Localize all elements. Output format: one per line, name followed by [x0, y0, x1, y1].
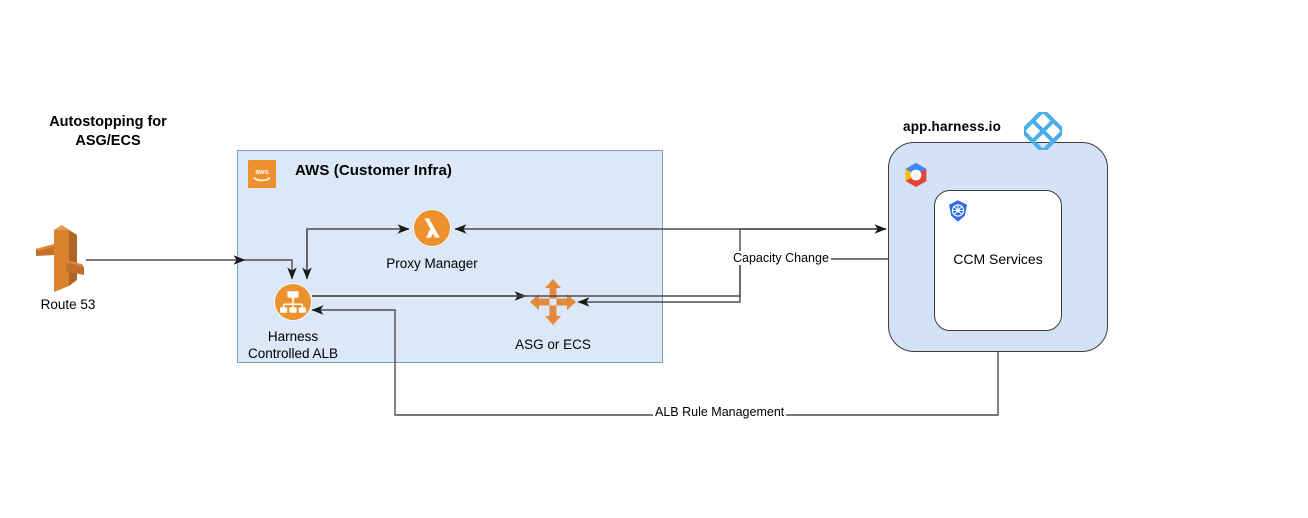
harness-domain-label: app.harness.io — [903, 119, 1002, 134]
asg-or-ecs-label: ASG or ECS — [515, 337, 591, 352]
route53-label: Route 53 — [40, 297, 96, 312]
ccm-services-label: CCM Services — [953, 251, 1043, 267]
edge-label-capacity-change: Capacity Change — [731, 251, 831, 265]
auto-scaling-group-icon — [530, 279, 576, 325]
aws-lambda-icon — [413, 209, 451, 247]
proxy-manager-label: Proxy Manager — [386, 256, 478, 271]
kubernetes-icon — [946, 199, 970, 223]
svg-text:aws: aws — [255, 169, 268, 176]
edge-label-alb-rule-management: ALB Rule Management — [653, 405, 787, 419]
harness-controlled-alb-label: Harness Controlled ALB — [247, 329, 339, 362]
route53-icon — [36, 222, 84, 294]
diagram-title: Autostopping for ASG/ECS — [49, 114, 167, 150]
aws-logo-icon: aws — [248, 160, 276, 188]
ccm-services-box — [934, 190, 1062, 331]
aws-box-title: AWS (Customer Infra) — [295, 162, 453, 179]
harness-logo-icon — [1024, 112, 1062, 150]
application-load-balancer-icon — [274, 283, 312, 321]
google-cloud-icon — [901, 161, 931, 191]
